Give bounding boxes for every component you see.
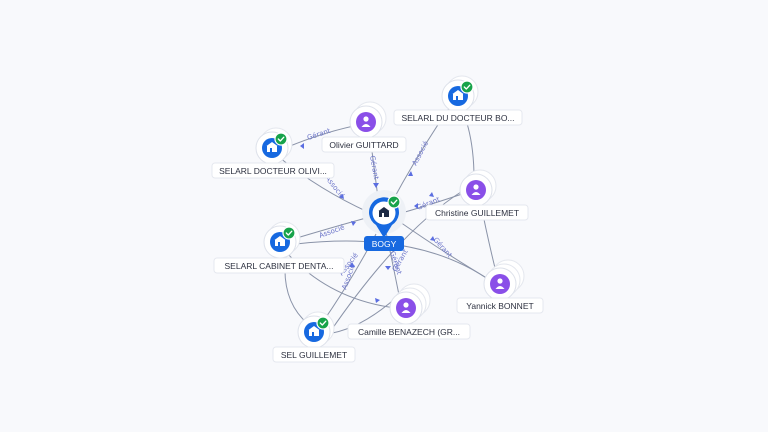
edge-arrow-guittard-olivi [300,143,304,149]
verified-check-icon [274,132,288,146]
edge-arrow-cabinet-camille [375,298,380,303]
center-node-label: BOGY [372,239,397,249]
verified-check-icon [316,316,330,330]
edge-arrow-cabinet-bogy [351,221,356,226]
edge-label-guittard-bogy: Gérant [368,155,380,180]
node-olivier-guittard[interactable]: Olivier GUITTARD [321,101,407,153]
person-icon [490,274,510,294]
edge-arrow-selarl-bo-bogy [408,171,413,176]
verified-check-icon [282,226,296,240]
node-camille-benazech[interactable]: Camille BENAZECH (GR... [347,283,471,340]
edge-arrow-sel-bogy [349,262,355,267]
edge-arrow-christine-bogy [414,203,418,209]
node-sel-guillemet[interactable]: SEL GUILLEMET [272,311,356,363]
node-label: SELARL DOCTEUR OLIVI... [219,166,327,176]
node-label: Christine GUILLEMET [435,208,519,218]
edge-arrow-olivi-bogy [339,194,344,199]
node-selarl-docteur-olivi[interactable]: SELARL DOCTEUR OLIVI... [211,127,335,179]
node-label: Yannick BONNET [466,301,533,311]
edge-arrow-yannick-bogy [430,236,435,241]
edge-arrow-camille-bogy [385,266,391,270]
node-selarl-cabinet-denta[interactable]: SELARL CABINET DENTA... [213,221,345,274]
person-icon [466,180,486,200]
verified-check-icon [387,195,401,209]
node-label: Olivier GUITTARD [329,140,398,150]
person-icon [396,298,416,318]
person-icon [356,112,376,132]
edge-arrow-christine-bo [429,192,434,197]
edge-label-cabinet-bogy: Associé [318,223,346,240]
node-selarl-du-docteur-bo[interactable]: SELARL DU DOCTEUR BO... [393,75,523,126]
node-label: Camille BENAZECH (GR... [358,327,460,337]
edge-selarl-cabinet-yannick [295,240,493,283]
verified-check-icon [460,80,474,94]
node-bogy-center[interactable]: BOGY [362,190,406,251]
node-label: SELARL DU DOCTEUR BO... [401,113,514,123]
node-yannick-bonnet[interactable]: Yannick BONNET [456,259,544,314]
edge-arrow-guittard-bogy [373,183,379,188]
edge-label-selarl-bo-bogy: Associé [411,140,430,167]
node-label: SEL GUILLEMET [281,350,347,360]
node-label: SELARL CABINET DENTA... [225,261,334,271]
node-christine-guillemet[interactable]: Christine GUILLEMET [425,169,529,221]
